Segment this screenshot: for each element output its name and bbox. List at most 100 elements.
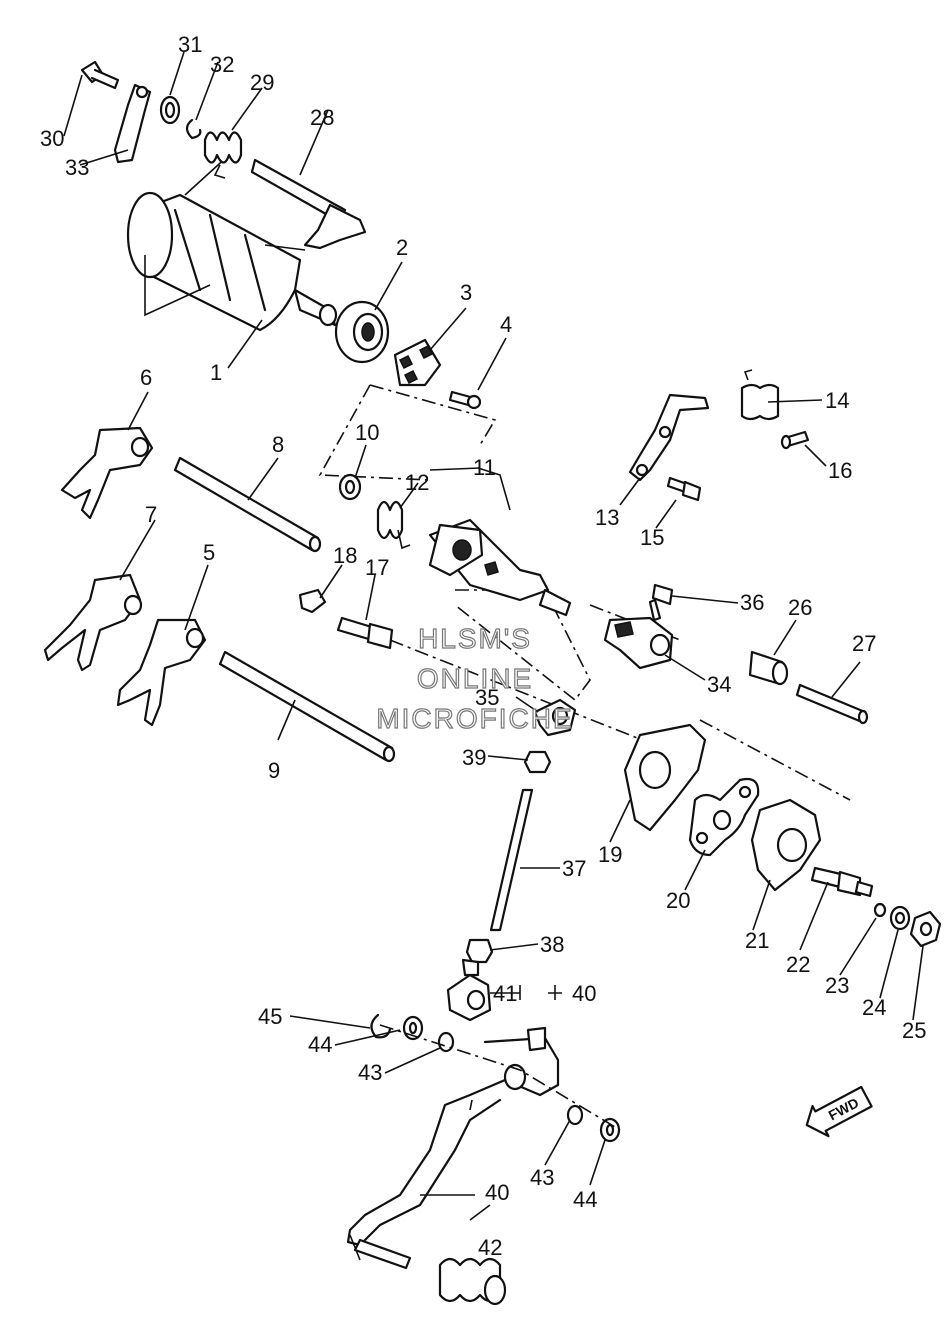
- bolt-22: [810, 866, 874, 898]
- callout-12: 12: [405, 470, 429, 495]
- callout-14: 14: [825, 388, 849, 413]
- callout-13: 13: [595, 505, 619, 530]
- shift-fork-6: [60, 426, 154, 520]
- callout-30: 30: [40, 126, 64, 151]
- washer-10: [338, 473, 362, 501]
- callout-41: 41: [493, 981, 517, 1006]
- lever-bolt-15: [666, 476, 702, 502]
- stopper-21: [750, 798, 822, 892]
- callout-40-lower: 40: [485, 1180, 509, 1205]
- shift-segment: [393, 338, 442, 387]
- callout-35: 35: [475, 685, 499, 710]
- shift-fork-5: [116, 618, 207, 727]
- callout-22: 22: [786, 952, 810, 977]
- callout-38: 38: [540, 932, 564, 957]
- locknut-39: [523, 750, 552, 774]
- callout-2: 2: [396, 235, 408, 260]
- assembly-line-long: [389, 639, 656, 746]
- oil-seal: [334, 300, 390, 364]
- collar-26: [748, 650, 789, 686]
- rod-joint-41: [446, 958, 492, 1022]
- shift-drum: [126, 144, 338, 332]
- shift-shaft-assembly-11: [428, 518, 572, 617]
- washer-24: [889, 905, 911, 931]
- callout-29: 29: [250, 70, 274, 95]
- shift-rod-37: [489, 788, 534, 932]
- arm-bolt: [80, 60, 120, 90]
- callout-27: 27: [852, 631, 876, 656]
- callout-19: 19: [598, 842, 622, 867]
- callout-43-upper: 43: [358, 1060, 382, 1085]
- nut-25: [909, 910, 942, 948]
- leader-lines: [63, 51, 924, 1221]
- shift-shaft: [250, 158, 367, 251]
- callout-44-upper: 44: [308, 1032, 332, 1057]
- clip-18: [298, 588, 327, 614]
- washer-23: [873, 902, 887, 918]
- callout-31: 31: [178, 32, 202, 57]
- callout-11: 11: [473, 455, 496, 480]
- collar-43-lower: [566, 1104, 584, 1126]
- assembly-line-pedal: [379, 1024, 621, 1131]
- callout-8: 8: [272, 432, 284, 457]
- rod-joint-35: [533, 698, 577, 737]
- callout-39: 39: [462, 745, 486, 770]
- callout-34: 34: [707, 672, 731, 697]
- callout-37: 37: [562, 856, 586, 881]
- callout-labels: 1 2 3 4 5 6 7 8 9 10 11 12 13 14 15 16 1…: [40, 32, 926, 1260]
- watermark-line-3: MICROFICHE: [376, 703, 573, 734]
- assembly-outline-upper: [318, 384, 497, 481]
- callout-26: 26: [788, 595, 812, 620]
- stopper-bolt-17: [336, 616, 394, 650]
- pedal-rubber: [438, 1257, 507, 1306]
- callout-5: 5: [203, 540, 215, 565]
- callout-18: 18: [333, 543, 357, 568]
- fork-guide-bar-9: [218, 650, 396, 763]
- shift-cam-19: [623, 723, 707, 832]
- washer-31: [159, 95, 181, 125]
- collar-43-upper: [437, 1031, 455, 1053]
- callout-43-lower: 43: [530, 1165, 554, 1190]
- callout-25: 25: [902, 1018, 926, 1043]
- stopper-spring-14: [740, 369, 780, 421]
- callout-32: 32: [210, 52, 234, 77]
- callout-7: 7: [145, 502, 157, 527]
- callout-15: 15: [640, 525, 664, 550]
- fork-guide-bar-8: [173, 456, 322, 553]
- washer-44-lower: [599, 1117, 621, 1143]
- stopper-lever-13: [628, 393, 710, 482]
- callout-40-upper: 40: [572, 981, 596, 1006]
- callout-23: 23: [825, 973, 849, 998]
- callout-1: 1: [210, 360, 222, 385]
- pin-16: [780, 430, 810, 450]
- spring-12: [376, 500, 411, 550]
- callout-3: 3: [460, 280, 472, 305]
- callout-24: 24: [862, 995, 886, 1020]
- shift-arm-33: [113, 83, 152, 164]
- callout-4: 4: [500, 312, 512, 337]
- watermark-line-2: ONLINE: [417, 663, 533, 694]
- circlip-32: [185, 118, 202, 140]
- locknut-38: [465, 938, 494, 964]
- callout-20: 20: [666, 888, 690, 913]
- return-spring: [203, 131, 243, 179]
- watermark: HLSM'S ONLINE MICROFICHE: [376, 622, 573, 734]
- watermark-line-1: HLSM'S: [418, 623, 532, 654]
- callout-16: 16: [828, 458, 852, 483]
- forward-direction-badge: FWD: [805, 1085, 873, 1138]
- callout-10: 10: [355, 420, 379, 445]
- segment-screw: [448, 390, 482, 410]
- callout-28: 28: [310, 105, 334, 130]
- pin-27: [795, 683, 869, 725]
- callout-45: 45: [258, 1004, 282, 1029]
- callout-6: 6: [140, 365, 152, 390]
- plate-20: [688, 777, 760, 857]
- circlip-45: [370, 1013, 392, 1039]
- callout-9: 9: [268, 758, 280, 783]
- cam-bolt-36: [648, 583, 674, 622]
- callout-21: 21: [745, 928, 769, 953]
- callout-17: 17: [365, 555, 389, 580]
- callout-42: 42: [478, 1235, 502, 1260]
- shift-pedal-42: [346, 1026, 560, 1270]
